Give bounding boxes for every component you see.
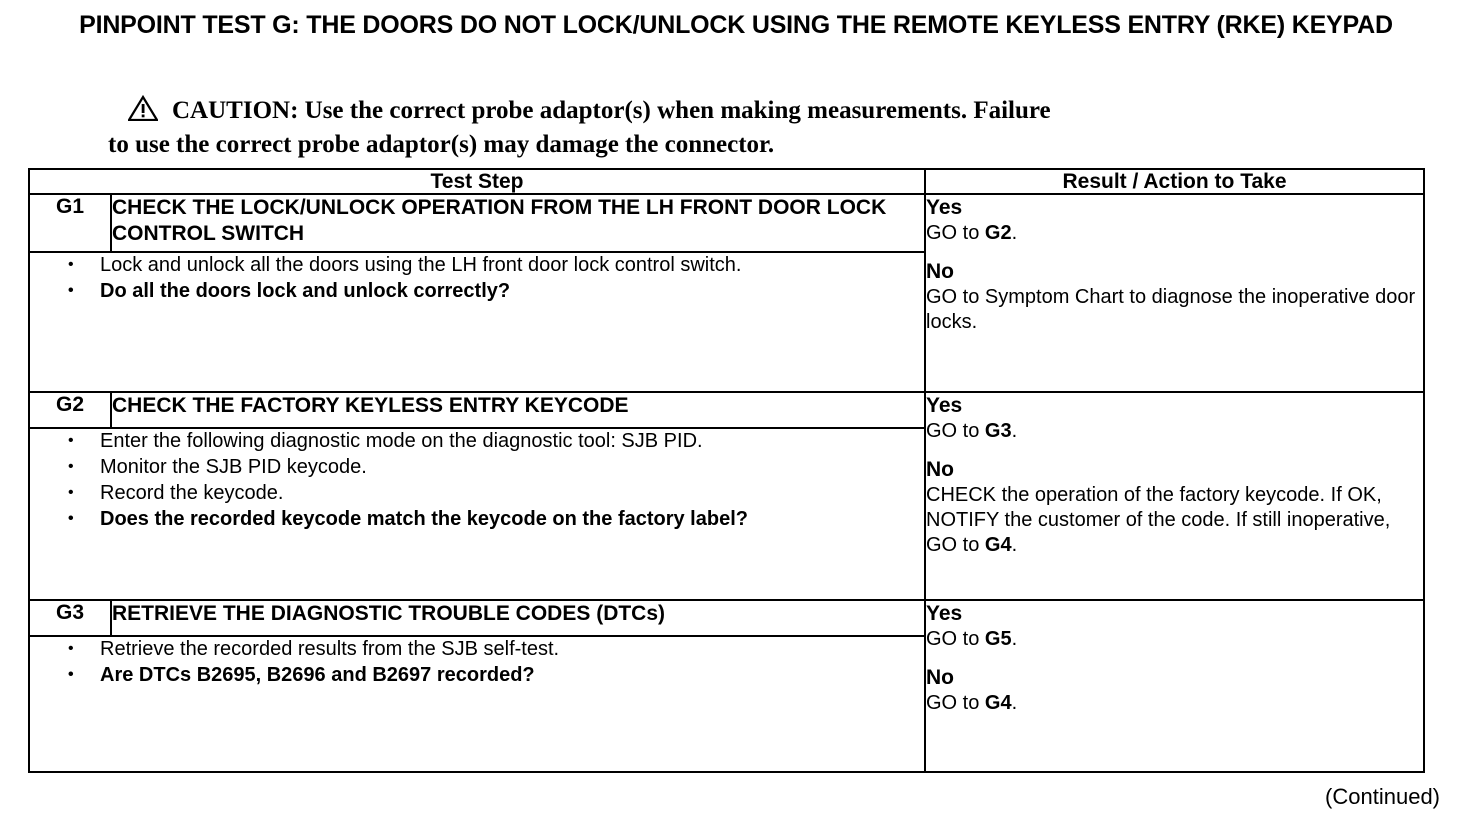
result-cell-g3: Yes GO to G5. No GO to G4. bbox=[924, 599, 1425, 773]
bullet-list-g1: Lock and unlock all the doors using the … bbox=[30, 252, 924, 304]
result-no-suffix-g2: . bbox=[1011, 534, 1018, 556]
result-label-yes-g3: Yes bbox=[926, 602, 963, 625]
page-title: PINPOINT TEST G: THE DOORS DO NOT LOCK/U… bbox=[79, 11, 1393, 39]
table-row: Retrieve the recorded results from the S… bbox=[28, 635, 1424, 773]
result-yes-suffix-g2: . bbox=[1011, 420, 1018, 442]
result-no-prefix-g3: GO to bbox=[926, 692, 985, 714]
list-item: Do all the doors lock and unlock correct… bbox=[30, 278, 924, 304]
result-yes-prefix-g3: GO to bbox=[926, 628, 985, 650]
step-id-g1: G1 bbox=[28, 193, 112, 253]
result-no-suffix-g3: . bbox=[1011, 692, 1018, 714]
list-item: Retrieve the recorded results from the S… bbox=[30, 636, 924, 662]
result-no-target-g2: G4 bbox=[984, 534, 1012, 556]
result-yes-prefix-g1: GO to bbox=[926, 222, 985, 244]
list-item: Are DTCs B2695, B2696 and B2697 recorded… bbox=[30, 662, 924, 688]
table-row: Enter the following diagnostic mode on t… bbox=[28, 427, 1424, 601]
list-item: Monitor the SJB PID keycode. bbox=[30, 454, 924, 480]
result-label-no-g1: No bbox=[926, 260, 954, 283]
caution-text-line-2: to use the correct probe adaptor(s) may … bbox=[108, 131, 775, 158]
step-title-g3: RETRIEVE THE DIAGNOSTIC TROUBLE CODES (D… bbox=[110, 599, 926, 637]
column-header-test-step: Test Step bbox=[28, 168, 926, 195]
result-no-target-g3: G4 bbox=[984, 692, 1012, 714]
table-header-row: Test Step Result / Action to Take bbox=[28, 168, 1425, 195]
result-yes-target-g3: G5 bbox=[984, 628, 1012, 650]
caution-text-line-1: CAUTION: Use the correct probe adaptor(s… bbox=[172, 97, 1051, 124]
result-yes-suffix-g1: . bbox=[1011, 222, 1018, 244]
step-detail-g1: Lock and unlock all the doors using the … bbox=[28, 251, 926, 393]
step-id-g3: G3 bbox=[28, 599, 112, 637]
result-label-no-g2: No bbox=[926, 458, 954, 481]
result-no-prefix-g2: CHECK the operation of the factory keyco… bbox=[926, 484, 1391, 556]
list-item: Record the keycode. bbox=[30, 480, 924, 506]
table-row: G3 RETRIEVE THE DIAGNOSTIC TROUBLE CODES… bbox=[28, 599, 1425, 773]
result-text-no-g3: GO to G4. bbox=[926, 691, 1423, 716]
result-yes-target-g2: G3 bbox=[984, 420, 1012, 442]
step-id-g2: G2 bbox=[28, 391, 112, 429]
table-row: G2 CHECK THE FACTORY KEYLESS ENTRY KEYCO… bbox=[28, 391, 1425, 601]
continued-label: (Continued) bbox=[1325, 784, 1440, 809]
result-text-no-g1: GO to Symptom Chart to diagnose the inop… bbox=[926, 285, 1423, 335]
result-no-prefix-g1: GO to Symptom Chart to diagnose the inop… bbox=[926, 286, 1416, 333]
caution-line-1: CAUTION: Use the correct probe adaptor(s… bbox=[28, 94, 1328, 129]
table-row: Lock and unlock all the doors using the … bbox=[28, 251, 1424, 393]
table-row: G1 CHECK THE LOCK/UNLOCK OPERATION FROM … bbox=[28, 193, 1425, 393]
step-title-g2: CHECK THE FACTORY KEYLESS ENTRY KEYCODE bbox=[110, 391, 926, 429]
step-title-g1: CHECK THE LOCK/UNLOCK OPERATION FROM THE… bbox=[110, 193, 926, 253]
list-item: Lock and unlock all the doors using the … bbox=[30, 252, 924, 278]
result-cell-g1: Yes GO to G2. No GO to Symptom Chart to … bbox=[924, 193, 1425, 393]
result-cell-g2: Yes GO to G3. No CHECK the operation of … bbox=[924, 391, 1425, 601]
step-detail-g3: Retrieve the recorded results from the S… bbox=[28, 635, 926, 773]
column-header-result-action: Result / Action to Take bbox=[924, 168, 1425, 195]
result-label-yes-g2: Yes bbox=[926, 394, 963, 417]
list-item: Enter the following diagnostic mode on t… bbox=[30, 428, 924, 454]
result-text-yes-g3: GO to G5. bbox=[926, 627, 1423, 652]
result-label-no-g3: No bbox=[926, 666, 954, 689]
result-text-yes-g1: GO to G2. bbox=[926, 221, 1423, 246]
result-yes-suffix-g3: . bbox=[1011, 628, 1018, 650]
bullet-list-g3: Retrieve the recorded results from the S… bbox=[30, 636, 924, 688]
step-detail-g2: Enter the following diagnostic mode on t… bbox=[28, 427, 926, 601]
result-yes-prefix-g2: GO to bbox=[926, 420, 985, 442]
result-text-yes-g2: GO to G3. bbox=[926, 419, 1423, 444]
list-item: Does the recorded keycode match the keyc… bbox=[30, 506, 924, 532]
result-text-no-g2: CHECK the operation of the factory keyco… bbox=[926, 483, 1423, 558]
warning-triangle-icon bbox=[127, 94, 159, 129]
result-yes-target-g1: G2 bbox=[984, 222, 1012, 244]
pinpoint-test-table: Test Step Result / Action to Take G1 CHE… bbox=[28, 168, 1425, 773]
bullet-list-g2: Enter the following diagnostic mode on t… bbox=[30, 428, 924, 532]
result-label-yes-g1: Yes bbox=[926, 196, 963, 219]
caution-notice: CAUTION: Use the correct probe adaptor(s… bbox=[28, 94, 1328, 160]
